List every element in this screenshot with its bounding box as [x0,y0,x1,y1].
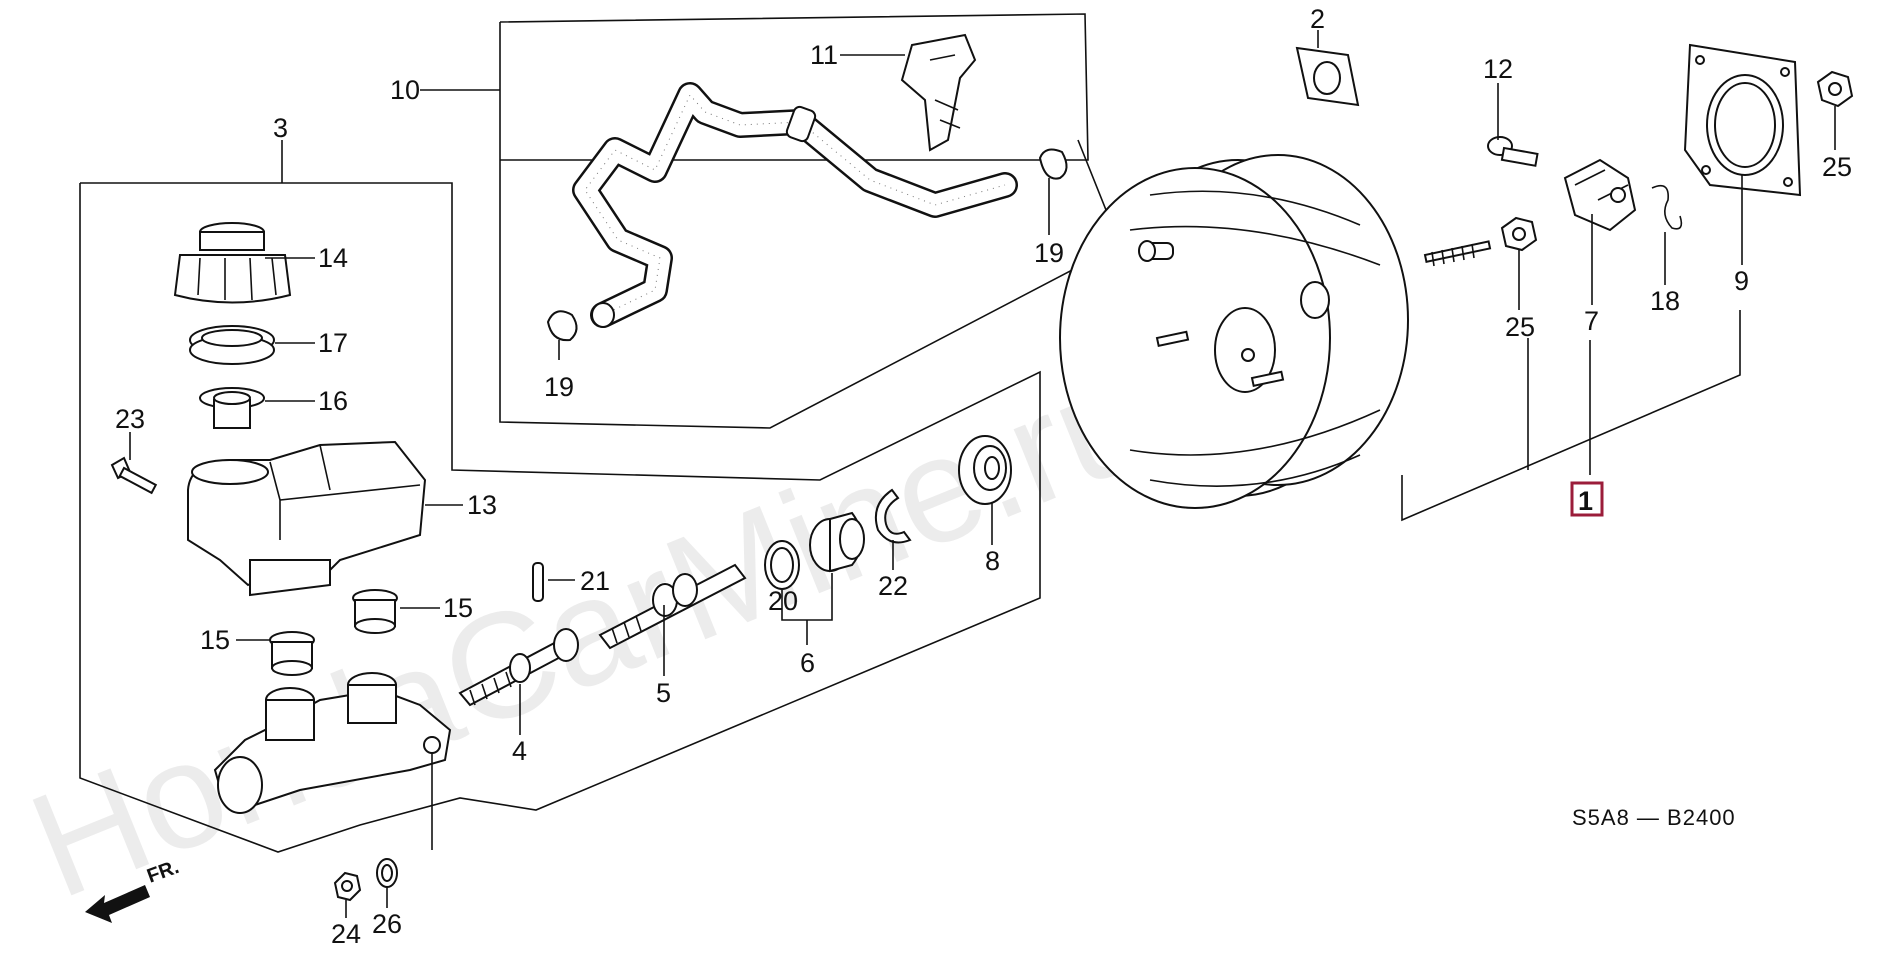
seal-cup-6[interactable] [809,511,865,573]
grommet-left[interactable] [269,631,315,676]
nut-25-center[interactable] [1500,216,1538,252]
highlighted-callout-box [1570,481,1604,517]
nut-25-right[interactable] [1816,70,1854,108]
callout-12[interactable]: 12 [1483,54,1513,84]
secondary-piston[interactable] [458,628,579,707]
callout-15-right[interactable]: 15 [443,593,473,623]
clevis-7[interactable] [1563,158,1637,232]
vacuum-hose[interactable] [572,82,1018,328]
seal-ring-20[interactable] [764,540,800,590]
callout-19-upper[interactable]: 19 [1034,238,1064,268]
callout-26[interactable]: 26 [372,909,402,939]
callout-10[interactable]: 10 [390,75,420,105]
callout-8[interactable]: 8 [985,546,1000,576]
hose-clamp-bracket[interactable] [900,33,977,152]
callout-6[interactable]: 6 [800,648,815,678]
callouts: 1 2 3 4 5 6 7 8 9 10 11 12 13 14 15 15 1… [115,4,1852,949]
reservoir-tank[interactable] [187,440,427,597]
clip-18[interactable] [1651,184,1683,230]
callout-20[interactable]: 20 [768,586,798,616]
callout-18[interactable]: 18 [1650,286,1680,316]
nut-24[interactable] [333,871,362,902]
callout-23[interactable]: 23 [115,404,145,434]
callout-21[interactable]: 21 [580,566,610,596]
callout-25-center[interactable]: 25 [1505,312,1535,342]
check-valve-seal-2[interactable] [1295,46,1360,107]
strainer[interactable] [189,325,275,365]
washer-26[interactable] [376,858,398,888]
callout-1[interactable]: 1 [1578,486,1593,516]
master-cylinder-body[interactable] [213,672,452,814]
callout-25-right[interactable]: 25 [1822,152,1852,182]
gasket-9[interactable] [1683,43,1802,197]
primary-piston[interactable] [598,563,747,650]
callout-14[interactable]: 14 [318,243,348,273]
brake-booster[interactable] [1059,154,1492,509]
callout-13[interactable]: 13 [467,490,497,520]
hose-clip-lower[interactable] [546,310,578,342]
callout-2[interactable]: 2 [1310,4,1325,34]
hose-clip-upper[interactable] [1038,148,1068,180]
reservoir-bolt[interactable] [110,456,158,495]
booster-group-frame [1401,310,1741,522]
grommet-right[interactable] [352,589,398,634]
callout-15-left[interactable]: 15 [200,625,230,655]
callout-5[interactable]: 5 [656,678,671,708]
diagram-code: S5A8 — B2400 [1572,805,1736,830]
callout-4[interactable]: 4 [512,736,527,766]
callout-11[interactable]: 11 [810,40,838,70]
callout-24[interactable]: 24 [331,919,361,949]
callout-9[interactable]: 9 [1734,266,1749,296]
snap-ring-22[interactable] [874,488,912,544]
callout-3[interactable]: 3 [273,113,288,143]
seal-8[interactable] [958,435,1012,505]
leader-lines [129,30,1836,918]
watermark: HondaCarMine.ru [9,330,1170,929]
callout-16[interactable]: 16 [318,386,348,416]
callout-17[interactable]: 17 [318,328,348,358]
bolt-12[interactable] [1487,136,1539,167]
reservoir-cap[interactable] [173,222,292,304]
master-cylinder-group-frame [79,182,1041,853]
callout-7[interactable]: 7 [1584,306,1599,336]
pin-21[interactable] [532,562,544,602]
reservoir-seal[interactable] [199,387,265,429]
callout-22[interactable]: 22 [878,571,908,601]
callout-19-lower[interactable]: 19 [544,372,574,402]
